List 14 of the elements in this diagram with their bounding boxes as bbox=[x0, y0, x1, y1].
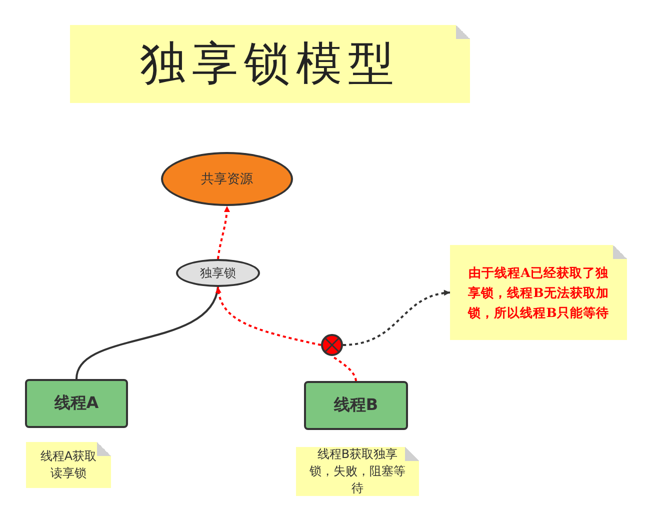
note-box: 线程A获取读享锁 bbox=[26, 442, 111, 488]
lock-ellipse: 独享锁 bbox=[176, 259, 260, 287]
thread-box: 线程B bbox=[304, 381, 408, 430]
arrow bbox=[216, 286, 322, 346]
thread-box: 线程A bbox=[25, 379, 128, 428]
note-box: 由于线程A已经获取了独享锁，线程B无法获取加锁，所以线程B只能等待 bbox=[450, 245, 627, 340]
title-note: 独享锁模型 bbox=[70, 25, 470, 103]
cross-circle bbox=[321, 334, 343, 356]
arrow bbox=[217, 206, 230, 260]
connector-line bbox=[76, 286, 219, 380]
resource-ellipse: 共享资源 bbox=[161, 152, 293, 206]
connector-line bbox=[331, 355, 357, 382]
arrow bbox=[342, 290, 450, 346]
note-box: 线程B获取独享锁，失败，阻塞等待 bbox=[296, 447, 419, 496]
